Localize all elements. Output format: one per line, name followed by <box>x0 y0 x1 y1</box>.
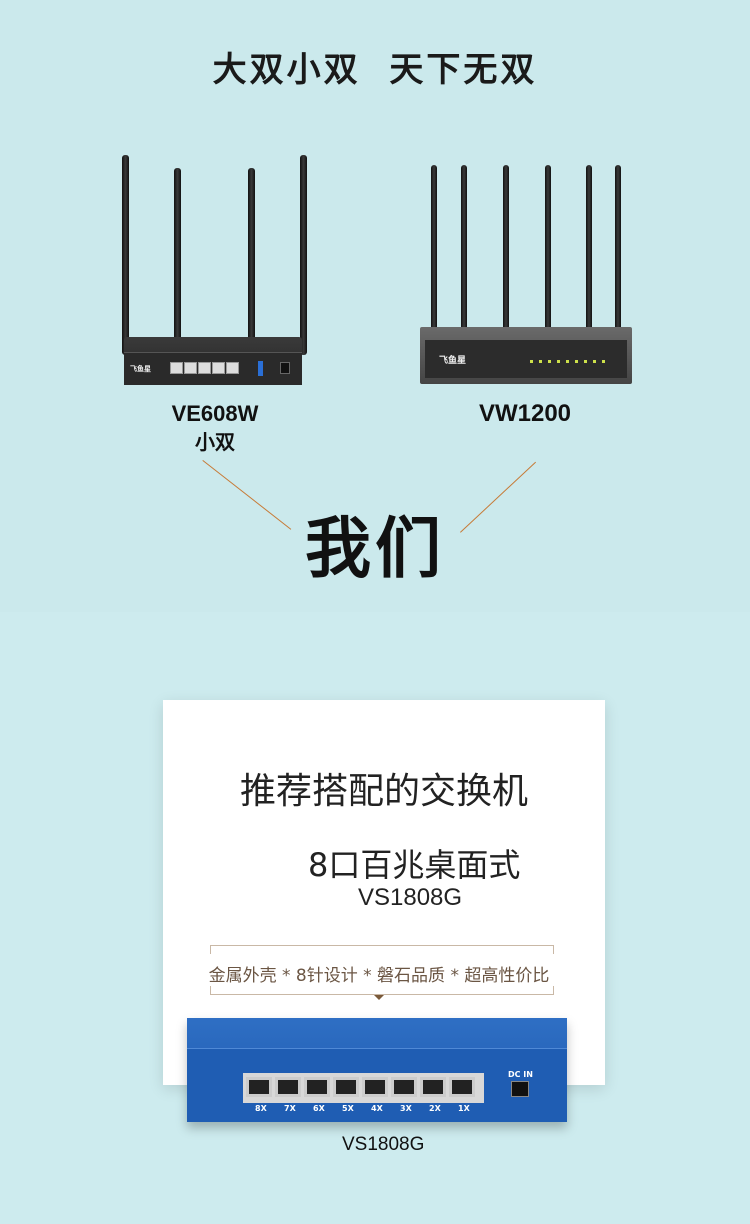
center-text: 我们 <box>305 510 445 587</box>
usb-port <box>258 361 263 376</box>
port-label: 1X <box>458 1104 470 1113</box>
card-title: 推荐搭配的交换机 <box>239 771 528 812</box>
model-ve608w-subtitle: 小双 <box>195 432 235 454</box>
switch-caption: VS1808G <box>342 1134 425 1155</box>
port-label: 8X <box>255 1104 267 1113</box>
switch-port <box>333 1077 359 1097</box>
dc-in-label: DC IN <box>508 1070 533 1079</box>
switch-port <box>304 1077 330 1097</box>
power-jack <box>280 362 290 374</box>
model-vw1200: VW1200 <box>478 400 572 427</box>
antenna <box>461 165 467 330</box>
port-label: 2X <box>429 1104 441 1113</box>
card-subtitle: 8口百兆桌面式 <box>308 846 521 884</box>
switch-port <box>420 1077 446 1097</box>
antenna <box>300 155 307 355</box>
port-label: 7X <box>284 1104 296 1113</box>
antenna <box>122 155 129 355</box>
ethernet-port <box>226 362 239 374</box>
port-label: 3X <box>400 1104 412 1113</box>
switch-port <box>246 1077 272 1097</box>
switch-port <box>275 1077 301 1097</box>
feature-list: 金属外壳 * 8针设计 * 磐石品质 * 超高性价比 <box>208 966 550 986</box>
brand-logo: 飞鱼星 <box>130 365 151 373</box>
antenna <box>503 165 509 330</box>
antenna <box>174 168 181 343</box>
port-label: 6X <box>313 1104 325 1113</box>
antenna <box>615 165 621 330</box>
switch-port <box>391 1077 417 1097</box>
feature-bracket-bottom <box>210 986 554 995</box>
antenna <box>545 165 551 330</box>
router-face: 飞鱼星 <box>425 340 627 378</box>
ethernet-port <box>198 362 211 374</box>
switch-port <box>449 1077 475 1097</box>
ethernet-port <box>184 362 197 374</box>
router-face: 飞鱼星 <box>124 352 302 385</box>
model-ve608w: VE608W <box>171 401 259 426</box>
port-label: 4X <box>371 1104 383 1113</box>
brand-logo: 飞鱼星 <box>439 356 467 366</box>
feature-bracket-top <box>210 945 554 954</box>
headline: 大双小双 天下无双 <box>212 50 538 90</box>
down-arrow-icon <box>374 995 384 1000</box>
antenna <box>431 165 437 330</box>
ethernet-port <box>212 362 225 374</box>
status-leds <box>530 360 610 363</box>
antenna <box>248 168 255 343</box>
antenna <box>586 165 592 330</box>
port-label: 5X <box>342 1104 354 1113</box>
card-model: VS1808G <box>358 884 463 911</box>
switch-port <box>362 1077 388 1097</box>
ethernet-port <box>170 362 183 374</box>
power-jack <box>511 1081 529 1097</box>
